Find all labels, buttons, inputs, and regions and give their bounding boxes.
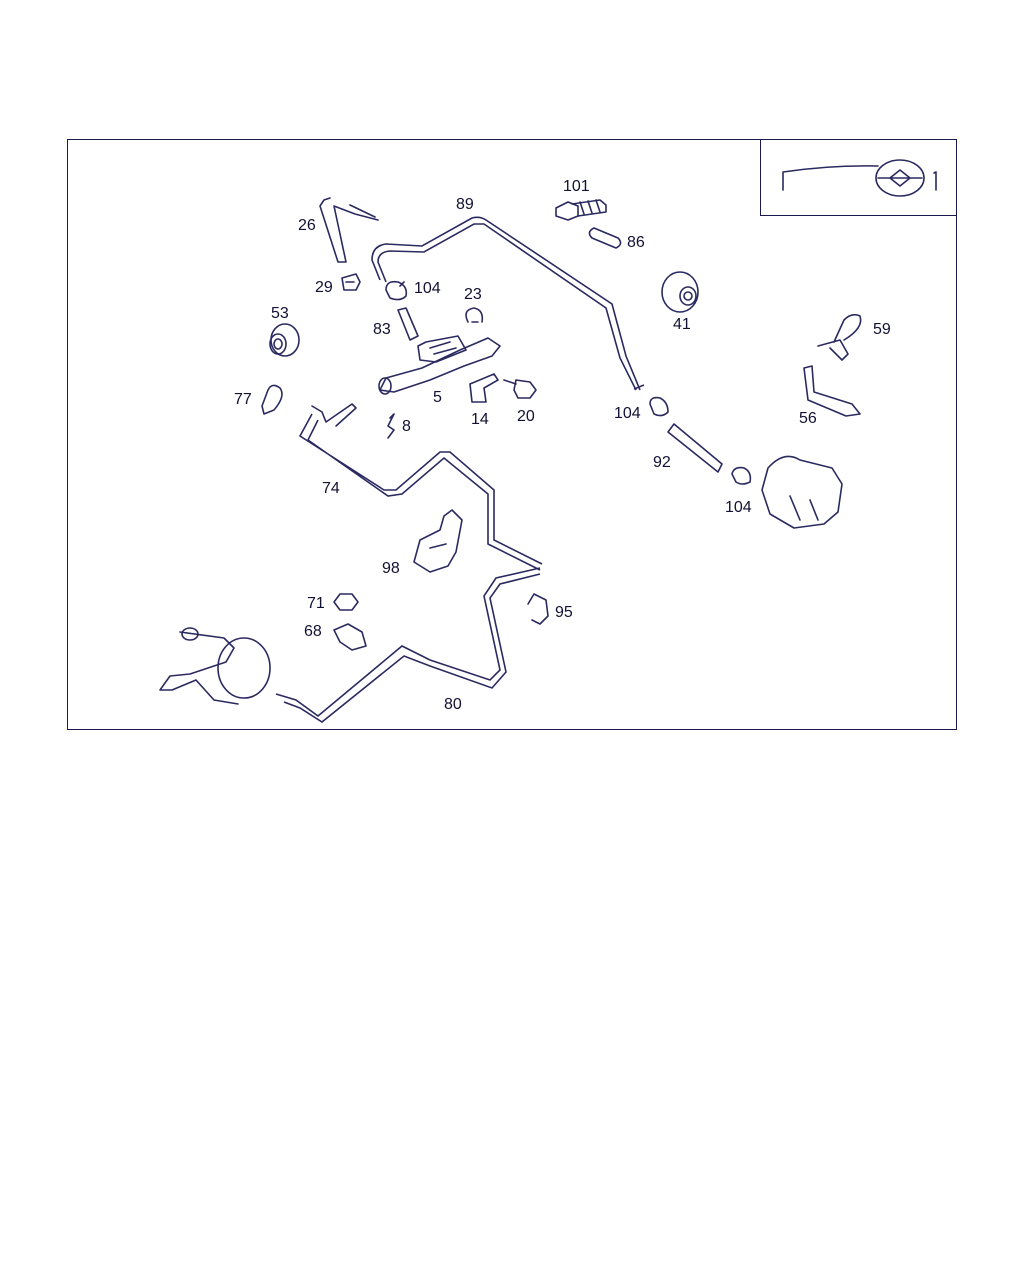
pin-86 [588,227,622,249]
callout-label: 5 [433,389,442,406]
cap-77 [261,384,283,415]
diagram-frame [67,139,957,730]
sleeve-83 [397,307,419,341]
fitting-101 [555,199,607,221]
master-cylinder-5 [378,335,501,395]
reservoir [761,455,843,529]
nut-71 [333,593,359,611]
callout-label: 29 [315,279,333,296]
line-74 [298,413,543,571]
callout-label: 89 [456,196,474,213]
clip-29 [341,273,361,291]
callout-label: 77 [234,391,252,408]
steering-wheel-inset [760,139,957,216]
callout-label: 26 [298,217,316,234]
callout-label: 98 [382,560,400,577]
callout-label: 71 [307,595,325,612]
callout-label: 41 [673,316,691,333]
callout-label: 23 [464,286,482,303]
clip-98 [413,509,463,573]
callout-label: 68 [304,623,322,640]
bracket-14 [469,373,499,403]
spring-8 [387,413,395,439]
bolt-20 [503,379,537,399]
callout-label: 104 [414,280,441,297]
steering-wheel-icon [782,159,937,197]
clip-95 [527,593,549,625]
callout-label: 86 [627,234,645,251]
circlip-23 [465,307,484,323]
callout-label: 56 [799,410,817,427]
slave-cylinder [159,627,271,705]
clamp-104c [731,466,752,485]
hose-26 [319,197,379,263]
clamp-104a [385,280,408,301]
callout-label: 83 [373,321,391,338]
hose-92 [667,423,723,473]
bracket-56 [803,365,861,417]
callout-label: 101 [563,178,590,195]
fitting-74-end [311,403,357,427]
callout-label: 59 [873,321,891,338]
callout-label: 20 [517,408,535,425]
callout-label: 92 [653,454,671,471]
callout-label: 14 [471,411,489,428]
boot-41 [661,271,699,313]
callout-label: 8 [402,418,411,435]
strap-59 [817,313,862,361]
callout-label: 104 [725,499,752,516]
callout-label: 104 [614,405,641,422]
callout-label: 74 [322,480,340,497]
callout-label: 53 [271,305,289,322]
clamp-68 [333,623,367,651]
callout-label: 95 [555,604,573,621]
grommet-53 [269,323,300,357]
line-80 [275,567,541,723]
callout-label: 80 [444,696,462,713]
clamp-104b [649,396,669,417]
line-89 [371,216,645,391]
